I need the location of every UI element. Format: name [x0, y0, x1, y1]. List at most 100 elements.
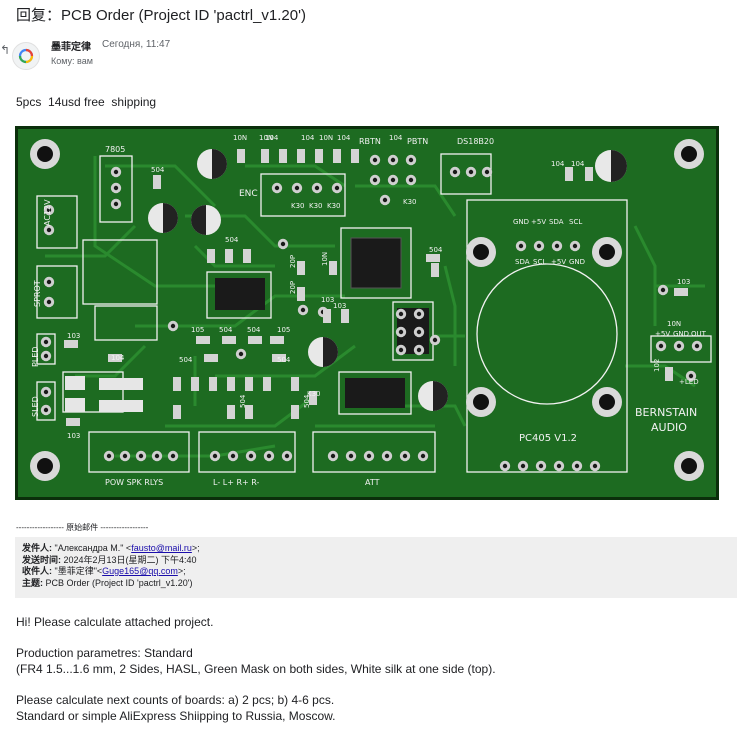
- label-gnd: GND: [673, 330, 689, 338]
- label-out: OUT: [691, 330, 707, 338]
- body-shipping: Standard or simple AliExpress Shiipping …: [16, 709, 336, 723]
- label-103: 103: [321, 296, 334, 304]
- to-end: >;: [177, 566, 186, 576]
- label-504: 504: [239, 394, 247, 408]
- label-10n: 10N: [233, 134, 247, 142]
- label-504: 504: [151, 166, 165, 174]
- original-message-divider: ------------------ 原始邮件 ----------------…: [16, 523, 149, 532]
- from-name: "Александра М." <: [52, 543, 132, 553]
- label-k30: K30: [403, 198, 417, 206]
- label-lr: L- L+ R+ R-: [213, 478, 259, 487]
- label-104: 104: [571, 160, 585, 168]
- original-to-row: 收件人: "墨菲定律"<Guge165@qq.com>;: [22, 566, 737, 578]
- label-104: 104: [389, 134, 403, 142]
- label-5v: +5V: [551, 258, 566, 266]
- label-pled: PLED: [31, 347, 40, 368]
- label-sda: SDA: [549, 218, 564, 226]
- label-pc405: PC405 V1.2: [519, 433, 577, 444]
- label-scl: SCL: [569, 218, 582, 226]
- body-specs: (FR4 1.5...1.6 mm, 2 Sides, HASL, Green …: [16, 662, 496, 676]
- to-label: 收件人:: [22, 566, 52, 576]
- label-gnd: GND: [569, 258, 585, 266]
- email-subject: 回复：PCB Order (Project ID 'pactrl_v1.20'): [16, 7, 306, 24]
- label-sprot: SPROT: [33, 280, 42, 307]
- label-504: 504: [429, 246, 443, 254]
- label-sled: SLED: [31, 396, 40, 417]
- label-k30: K30: [307, 390, 321, 398]
- label-audio: AUDIO: [651, 421, 687, 434]
- diode-2: [99, 400, 143, 412]
- label-10n: 10N: [259, 134, 273, 142]
- reply-text: 5pcs 14usd free shipping: [16, 95, 157, 109]
- recipient-line[interactable]: Кому: вам: [51, 56, 93, 66]
- pcb-board: 7805 AC12V SPROT PLED SLED ENC RBTN PBTN…: [18, 129, 716, 497]
- original-from-row: 发件人: "Александра М." <fausto@mail.ru>;: [22, 543, 737, 555]
- electrolytic-capacitors: [148, 149, 627, 411]
- label-10n: 10N: [321, 252, 329, 266]
- label-10n: 10N: [667, 320, 681, 328]
- label-504: 504: [303, 394, 311, 408]
- body-production-params: Production parametres: Standard: [16, 646, 193, 660]
- original-message-header: 发件人: "Александра М." <fausto@mail.ru>; 发…: [15, 537, 737, 598]
- label-104: 104: [301, 134, 315, 142]
- original-subject-row: 主题: PCB Order (Project ID 'pactrl_v1.20'…: [22, 578, 737, 590]
- label-103: 103: [67, 432, 80, 440]
- label-scl: SCL: [533, 258, 546, 266]
- silkscreen-labels: 7805 AC12V SPROT PLED SLED ENC RBTN PBTN…: [31, 134, 707, 487]
- label-gnd: GND: [513, 218, 529, 226]
- label-rbtn: RBTN: [359, 137, 381, 146]
- label-led: +LED: [679, 378, 699, 386]
- date-label: 发送时间:: [22, 554, 61, 565]
- relay-1: [65, 376, 85, 390]
- subject-value: PCB Order (Project ID 'pactrl_v1.20'): [43, 577, 193, 588]
- from-label: 发件人:: [22, 543, 52, 553]
- reply-arrow-icon[interactable]: ↰: [0, 43, 11, 57]
- label-504: 504: [247, 326, 261, 334]
- label-5v: +5V: [531, 218, 546, 226]
- from-end: >;: [191, 543, 200, 553]
- sender-avatar[interactable]: [12, 42, 40, 70]
- label-ds18b20: DS18B20: [457, 137, 494, 146]
- label-bernstain: BERNSTAIN: [635, 406, 697, 419]
- body-greeting: Hi! Please calculate attached project.: [16, 615, 214, 629]
- to-email-link[interactable]: Guge165@qq.com: [102, 566, 178, 576]
- copper-traces: [45, 156, 705, 458]
- sender-name[interactable]: 墨菲定律: [51, 42, 91, 53]
- label-103: 103: [67, 332, 80, 340]
- sent-time: Сегодня, 11:47: [102, 39, 171, 50]
- to-name: "墨菲定律"<: [52, 566, 103, 576]
- label-7805: 7805: [105, 145, 125, 154]
- body-counts: Please calculate next counts of boards: …: [16, 693, 335, 707]
- label-20p: 20P: [289, 255, 297, 268]
- label-att: ATT: [365, 478, 380, 487]
- from-email-link[interactable]: fausto@mail.ru: [131, 543, 192, 553]
- label-k30: K30: [327, 202, 341, 210]
- original-date-row: 发送时间: 2024年2月13日(星期二) 下午4:40: [22, 555, 737, 567]
- label-pbtn: PBTN: [407, 137, 428, 146]
- subject-label: 主题:: [22, 577, 43, 588]
- label-ac12v: AC12V: [43, 199, 52, 226]
- label-104: 104: [337, 134, 351, 142]
- label-pow-spk-rlys: POW SPK RLYS: [105, 478, 163, 487]
- label-104: 104: [551, 160, 565, 168]
- pcb-render-image[interactable]: 7805 AC12V SPROT PLED SLED ENC RBTN PBTN…: [15, 126, 719, 500]
- diode-1: [99, 378, 143, 390]
- label-504: 504: [225, 236, 239, 244]
- label-504: 504: [179, 356, 193, 364]
- relay-2: [65, 398, 85, 412]
- label-5v: +5V: [655, 330, 670, 338]
- label-20p: 20P: [289, 281, 297, 294]
- label-sda: SDA: [515, 258, 530, 266]
- label-k30: K30: [309, 202, 323, 210]
- label-104: 104: [111, 354, 125, 362]
- label-k30: K30: [291, 202, 305, 210]
- label-105: 105: [191, 326, 204, 334]
- label-504: 504: [219, 326, 233, 334]
- label-10n: 10N: [319, 134, 333, 142]
- date-value: 2024年2月13日(星期二) 下午4:40: [61, 554, 197, 565]
- label-enc: ENC: [239, 189, 258, 199]
- qq-logo-icon: [18, 48, 34, 64]
- label-103: 103: [677, 278, 690, 286]
- pcb-substrate: [18, 129, 716, 497]
